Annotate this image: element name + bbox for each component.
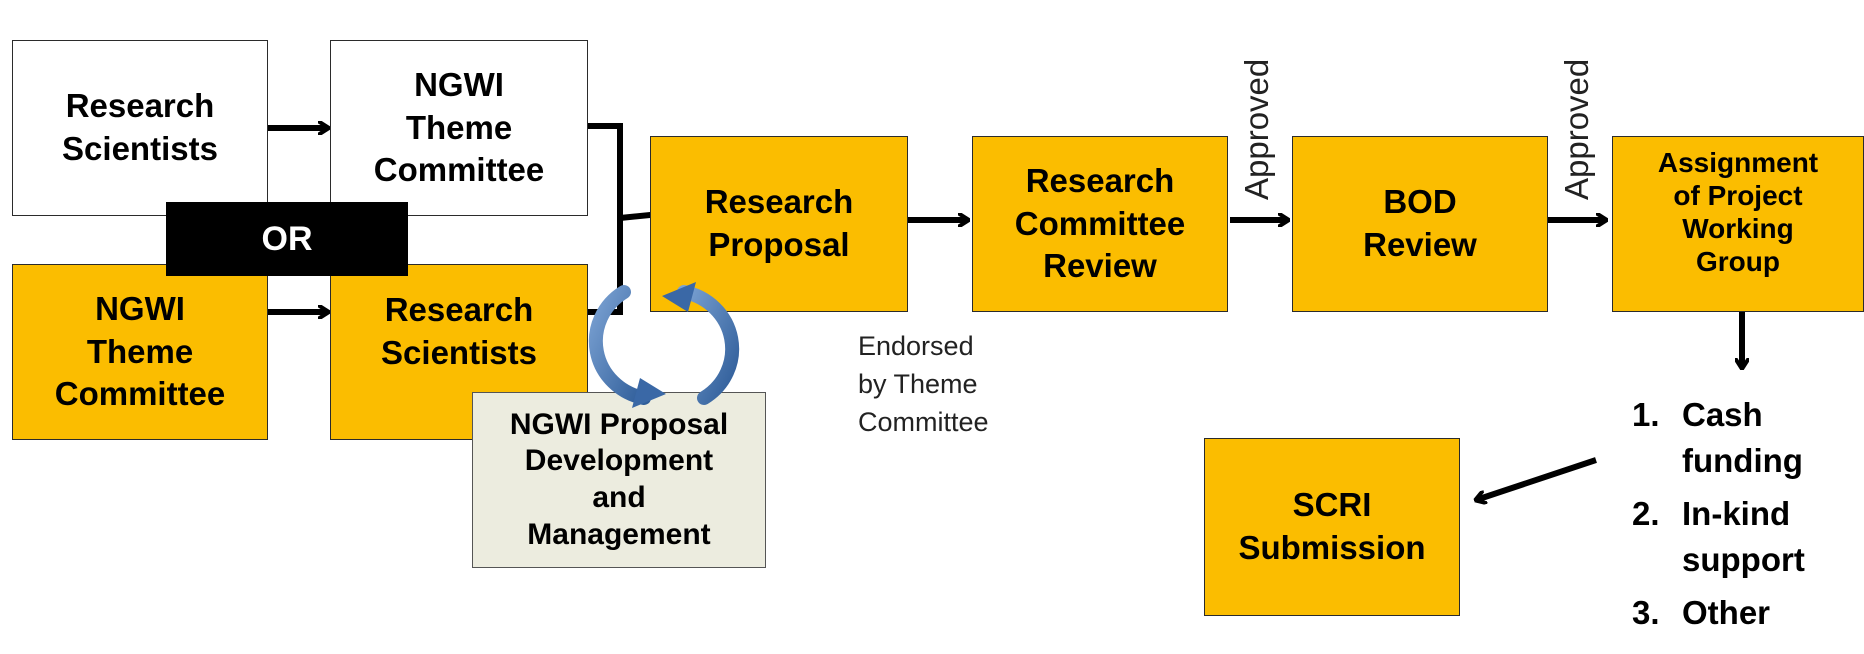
research-proposal-box: Research Proposal	[650, 136, 908, 312]
scri-submission-label: SCRI Submission	[1238, 486, 1426, 566]
ngwi-proposal-dev-label: NGWI Proposal Development and Management	[509, 407, 729, 551]
list-text: Cash funding	[1682, 396, 1803, 479]
or-label: OR	[261, 219, 313, 258]
list-number: 3.	[1632, 594, 1660, 632]
ngwi-theme-top-label: NGWI Theme Committee	[373, 65, 545, 189]
research-proposal-label: Research Proposal	[704, 183, 854, 263]
list-number: 2.	[1632, 495, 1660, 533]
arrow-to-scri	[1476, 457, 1597, 500]
bod-review-label: BOD Review	[1363, 183, 1477, 263]
research-committee-review-label: Research Committee Review	[1014, 161, 1186, 285]
or-banner: OR	[166, 202, 408, 276]
assignment-working-group-box: Assignment of Project Working Group	[1612, 136, 1864, 312]
research-scientists-top-label: Research Scientists	[62, 87, 218, 167]
support-list-item: 2. In-kind support	[1632, 491, 1805, 582]
list-number: 1.	[1632, 396, 1660, 433]
ngwi-theme-bottom-label: NGWI Theme Committee	[54, 289, 226, 413]
list-text: In-kind support	[1682, 495, 1805, 578]
research-scientists-bottom-label: Research Scientists	[381, 291, 537, 371]
support-list: 1. Cash funding 2. In-kind support 3. Ot…	[1632, 392, 1805, 644]
bod-review-box: BOD Review	[1292, 136, 1548, 312]
ngwi-proposal-development-box: NGWI Proposal Development and Management	[472, 392, 766, 568]
assignment-label: Assignment of Project Working Group	[1657, 146, 1819, 278]
cycle-arrows-icon	[588, 282, 740, 408]
endorsed-note: Endorsed by Theme Committee	[858, 331, 989, 437]
research-committee-review-box: Research Committee Review	[972, 136, 1228, 312]
support-list-item: 1. Cash funding	[1632, 392, 1805, 483]
ngwi-theme-committee-box-bottom: NGWI Theme Committee	[12, 264, 268, 440]
support-list-item: 3. Other	[1632, 590, 1805, 636]
approved-label-2: Approved	[1558, 58, 1595, 200]
scri-submission-box: SCRI Submission	[1204, 438, 1460, 616]
list-text: Other	[1682, 594, 1771, 632]
research-scientists-box-top: Research Scientists	[12, 40, 268, 216]
approved-label-1: Approved	[1238, 58, 1275, 200]
ngwi-theme-committee-box-top: NGWI Theme Committee	[330, 40, 588, 216]
